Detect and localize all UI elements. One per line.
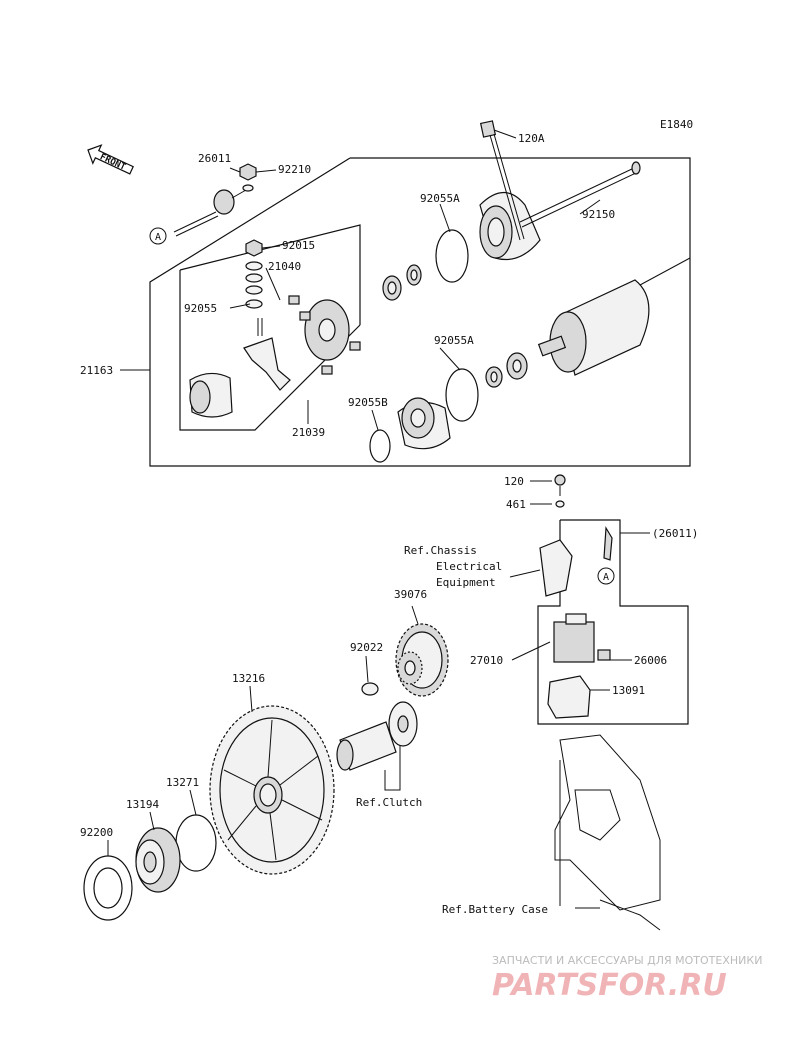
washer-92022 <box>361 682 379 696</box>
svg-text:A: A <box>155 232 161 243</box>
starter-motor <box>537 257 691 376</box>
callout-a-top: A <box>149 227 167 245</box>
diagram-id: E1840 <box>660 118 693 131</box>
o-ring-92055a-top <box>435 229 469 283</box>
idle-gear-39076 <box>395 623 449 697</box>
ref-battery-case: Ref.Battery Case <box>442 903 548 916</box>
label-13091: 13091 <box>612 684 645 697</box>
label-92150: 92150 <box>582 208 615 221</box>
leader-lines-relay <box>509 480 650 691</box>
relay-cover-13091 <box>547 675 591 719</box>
label-21040: 21040 <box>268 260 301 273</box>
front-arrow-icon: FRONT <box>87 144 134 175</box>
label-120: 120 <box>504 475 524 488</box>
o-ring-92055a-mid <box>445 368 479 422</box>
leader-lines-bottom <box>107 605 419 856</box>
gasket-92200 <box>83 855 133 921</box>
label-27010: 27010 <box>470 654 503 667</box>
ref-chassis-line3: Equipment <box>436 576 496 589</box>
brush-frame-top <box>179 224 361 325</box>
label-92022: 92022 <box>350 641 383 654</box>
nut-92210 <box>239 163 257 181</box>
label-39076: 39076 <box>394 588 427 601</box>
long-bolt-92150 <box>519 161 641 228</box>
brush-holder <box>243 337 291 391</box>
ref-chassis-line1: Ref.Chassis <box>404 544 477 557</box>
label-92055a-top: 92055A <box>420 192 460 205</box>
label-21163: 21163 <box>80 364 113 377</box>
starter-frame <box>149 157 691 467</box>
label-13194: 13194 <box>126 798 159 811</box>
label-26011: 26011 <box>198 152 231 165</box>
label-26006: 26006 <box>634 654 667 667</box>
relay-frame <box>537 519 689 725</box>
label-13216: 13216 <box>232 672 265 685</box>
one-way-clutch-13194 <box>135 827 181 893</box>
clutch-shaft <box>336 701 418 771</box>
label-92055a-mid: 92055A <box>434 334 474 347</box>
terminal-stack <box>245 239 263 336</box>
starter-clutch-gear-13216 <box>209 705 335 875</box>
bolt-120a <box>479 120 525 241</box>
battery-case <box>554 734 661 931</box>
collar-21039 <box>189 372 233 418</box>
end-cover <box>479 191 541 261</box>
label-92055: 92055 <box>184 302 217 315</box>
watermark-logo: PARTSFOR.RU <box>492 968 727 1003</box>
label-21039: 21039 <box>292 426 325 439</box>
label-92055b: 92055B <box>348 396 388 409</box>
label-26011-ref: (26011) <box>652 527 698 540</box>
label-461: 461 <box>506 498 526 511</box>
leader-lines-top <box>120 129 601 431</box>
ref-clutch: Ref.Clutch <box>356 796 422 809</box>
clutch-leader <box>384 745 401 791</box>
brush-frame-bottom <box>179 270 361 431</box>
label-92200: 92200 <box>80 826 113 839</box>
label-92210: 92210 <box>278 163 311 176</box>
front-label: FRONT <box>98 152 127 173</box>
cable-26011 <box>173 184 254 237</box>
fuse-26006 <box>597 649 611 661</box>
front-cover <box>397 397 451 450</box>
brush-plate <box>288 295 361 375</box>
o-ring-92055b <box>369 429 391 463</box>
callout-a-bottom: A <box>597 567 615 585</box>
relay-27010 <box>553 613 595 663</box>
ref-chassis-line2: Electrical <box>436 560 502 573</box>
svg-text:A: A <box>603 572 609 583</box>
bearings <box>382 264 528 388</box>
relay-hardware <box>539 474 613 597</box>
watermark-tagline: ЗАПЧАСТИ И АКСЕССУАРЫ ДЛЯ МОТОТЕХНИКИ <box>492 954 762 967</box>
label-120a: 120A <box>518 132 545 145</box>
label-13271: 13271 <box>166 776 199 789</box>
label-92015: 92015 <box>282 239 315 252</box>
plate-13271 <box>175 814 217 872</box>
